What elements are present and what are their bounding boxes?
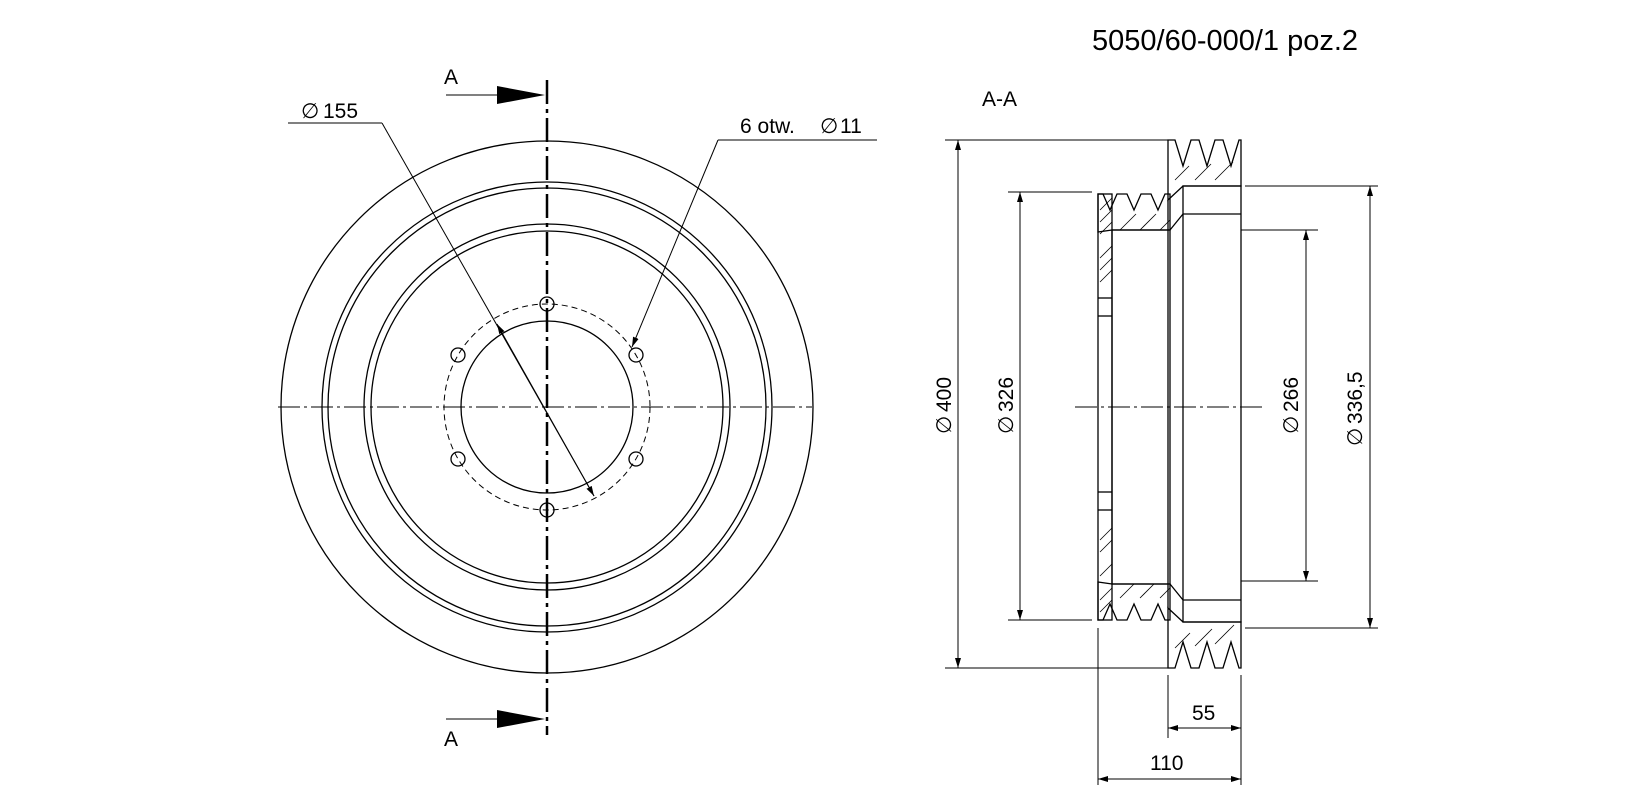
hub-chamfer-top (1169, 213, 1184, 231)
section-arrow-bottom-head (497, 710, 545, 728)
bolt-holes (450, 296, 644, 518)
section-label-bottom: A (444, 728, 458, 751)
dim-326-value: 326 (995, 377, 1018, 412)
section-label-top: A (444, 66, 458, 89)
section-hatching (1099, 161, 1235, 649)
section-arrow-top-head (497, 86, 545, 104)
bolt-circle-dim-value: 155 (323, 100, 358, 123)
section-view: A-A (933, 88, 1378, 785)
drawing-number: 5050/60-000/1 poz.2 (1092, 25, 1358, 57)
holes-dim-symbol: ∅ (820, 115, 838, 138)
bolt-hole (450, 451, 466, 467)
bolt-hole (628, 451, 644, 467)
holes-dim-value: 11 (840, 115, 862, 138)
dim-400-symbol: ∅ (933, 416, 956, 434)
right-hub-body (1182, 185, 1242, 623)
dim-400-value: 400 (933, 377, 956, 412)
right-rim-bottom-profile (1167, 606, 1242, 669)
left-rim-bottom-profile (1097, 581, 1171, 621)
bolt-hole (450, 347, 466, 363)
dim-55-value: 55 (1192, 702, 1215, 725)
dim-336-symbol: ∅ (1344, 428, 1367, 446)
dim-336-value: 336,5 (1344, 371, 1367, 424)
bolt-circle-dim-arrow (496, 323, 595, 497)
dim-266-symbol: ∅ (1280, 416, 1303, 434)
dim-110-value: 110 (1150, 752, 1183, 775)
bolt-circle-dim-symbol: ∅ (301, 100, 319, 123)
bolt-hole (628, 347, 644, 363)
holes-dim-label: 6 otw. (740, 115, 795, 138)
front-view: A A ∅ 155 6 otw. ∅ 11 (278, 66, 877, 751)
holes-dim-leader (631, 139, 719, 348)
section-title: A-A (982, 88, 1017, 111)
dim-326-symbol: ∅ (995, 416, 1018, 434)
dim-266-value: 266 (1280, 377, 1303, 412)
hub-chamfer-bottom (1169, 583, 1184, 601)
